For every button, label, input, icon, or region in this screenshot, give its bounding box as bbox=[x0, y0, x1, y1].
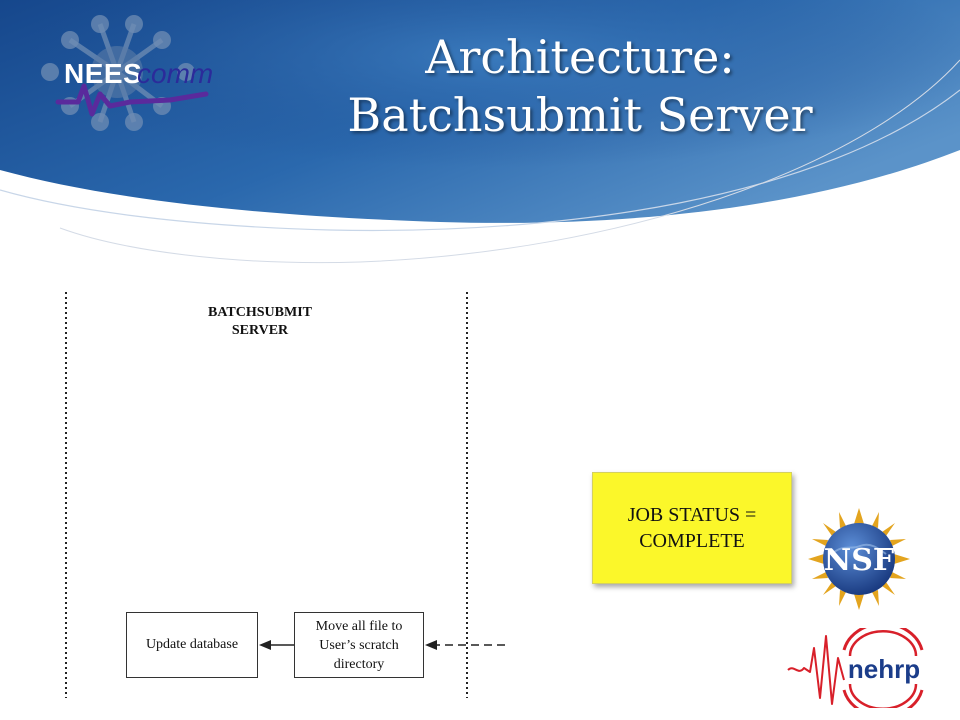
slide-title-line1: Architecture: bbox=[425, 30, 735, 84]
job-status-callout: JOB STATUS = COMPLETE bbox=[592, 472, 792, 584]
neescomm-logo-icon bbox=[41, 15, 209, 131]
server-title-line1: BATCHSUBMIT bbox=[208, 305, 312, 320]
job-status-line2: COMPLETE bbox=[639, 530, 745, 552]
server-title: BATCHSUBMIT SERVER bbox=[170, 304, 350, 340]
update-database-box: Update database bbox=[126, 612, 258, 678]
nehrp-logo-text: nehrp bbox=[848, 654, 920, 684]
move-files-label: Move all file to User’s scratch director… bbox=[315, 618, 403, 672]
server-title-line2: SERVER bbox=[231, 323, 289, 338]
header-banner bbox=[0, 0, 960, 264]
logo-comm-text: comm bbox=[137, 58, 214, 89]
internal-arrowhead bbox=[259, 640, 271, 650]
slide-title-line2: Batchsubmit Server bbox=[347, 88, 813, 142]
logo-nees-text: NEES bbox=[64, 58, 143, 89]
nsf-logo-icon: NSF bbox=[808, 508, 910, 610]
nehrp-logo-icon: nehrp bbox=[787, 628, 924, 708]
job-status-line1: JOB STATUS = bbox=[627, 504, 757, 526]
slide-title: Architecture: Batchsubmit Server bbox=[300, 28, 860, 144]
move-files-box: Move all file to User’s scratch director… bbox=[294, 612, 424, 678]
update-database-label: Update database bbox=[145, 637, 239, 652]
sequence-diagram bbox=[65, 292, 505, 698]
incoming-arrowhead bbox=[425, 640, 437, 650]
nsf-logo-text: NSF bbox=[824, 543, 894, 578]
